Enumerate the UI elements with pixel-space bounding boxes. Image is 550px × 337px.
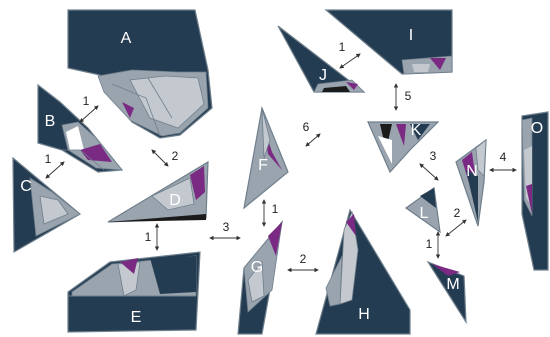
arrow-a-b-label: 1	[83, 94, 90, 108]
arrow-k-n-label: 3	[430, 149, 437, 163]
fragment-c: C	[13, 158, 80, 252]
fragment-k: K	[368, 122, 438, 172]
fragment-a: A	[68, 10, 212, 138]
fragment-c-label: C	[20, 178, 32, 195]
fragment-f-label: F	[258, 157, 268, 174]
arrow-c-b: 1	[45, 152, 64, 178]
fragment-a-label: A	[121, 30, 132, 47]
arrow-c-b-label: 1	[45, 152, 52, 166]
arrow-b-d-label: 2	[172, 149, 179, 163]
arrow-b-d: 2	[152, 149, 179, 166]
fragment-l: L	[406, 188, 440, 232]
arrow-f-k-label: 6	[303, 120, 310, 134]
fragment-f: F	[244, 108, 288, 208]
arrow-l-m-label: 1	[426, 237, 433, 251]
fragment-d: D	[108, 162, 208, 222]
arrow-l-n: 2	[446, 206, 466, 236]
arrow-d-e-label: 1	[145, 230, 152, 244]
arrow-g-h-label: 2	[300, 252, 307, 266]
fragment-h-label: H	[358, 306, 370, 323]
fragment-b-label: B	[45, 113, 56, 130]
fragment-o-label: O	[531, 120, 543, 137]
fragment-g: G	[238, 222, 282, 334]
arrow-l-m: 1	[426, 232, 438, 258]
fragment-e: E	[68, 252, 200, 332]
fragment-e-label: E	[131, 309, 142, 326]
fragment-l-label: L	[420, 205, 429, 222]
arrow-a-b: 1	[80, 94, 98, 122]
arrow-f-k: 6	[303, 120, 320, 146]
fragment-d-label: D	[169, 192, 181, 209]
fragment-n: N	[456, 140, 486, 226]
arrow-i-k-label: 5	[405, 89, 412, 103]
arrow-i-k: 5	[396, 84, 412, 110]
arrow-n-o: 4	[490, 150, 516, 170]
fragment-j: J	[278, 26, 364, 92]
fragment-h: H	[316, 210, 410, 334]
arrow-k-n: 3	[420, 149, 438, 180]
fragment-n-label: N	[466, 163, 478, 180]
fragment-k-label: K	[411, 122, 422, 139]
arrow-f-g-label: 1	[272, 202, 279, 216]
arrow-e-g-label: 3	[223, 220, 230, 234]
fragment-j-label: J	[319, 67, 327, 84]
arrow-d-e: 1	[145, 224, 157, 250]
fragment-m: M	[428, 262, 466, 322]
arrow-f-g: 1	[264, 200, 279, 226]
arrow-e-g: 3	[210, 220, 240, 238]
arrow-g-h: 2	[288, 252, 318, 270]
fragment-i-label: I	[409, 27, 413, 44]
fragment-g-label: G	[251, 259, 263, 276]
arrow-j-i: 1	[339, 40, 360, 68]
fragment-o: O	[522, 112, 548, 270]
fragment-m-label: M	[446, 276, 459, 293]
arrow-l-n-label: 2	[454, 206, 461, 220]
arrow-j-i-label: 1	[339, 40, 346, 54]
arrow-n-o-label: 4	[500, 150, 507, 164]
